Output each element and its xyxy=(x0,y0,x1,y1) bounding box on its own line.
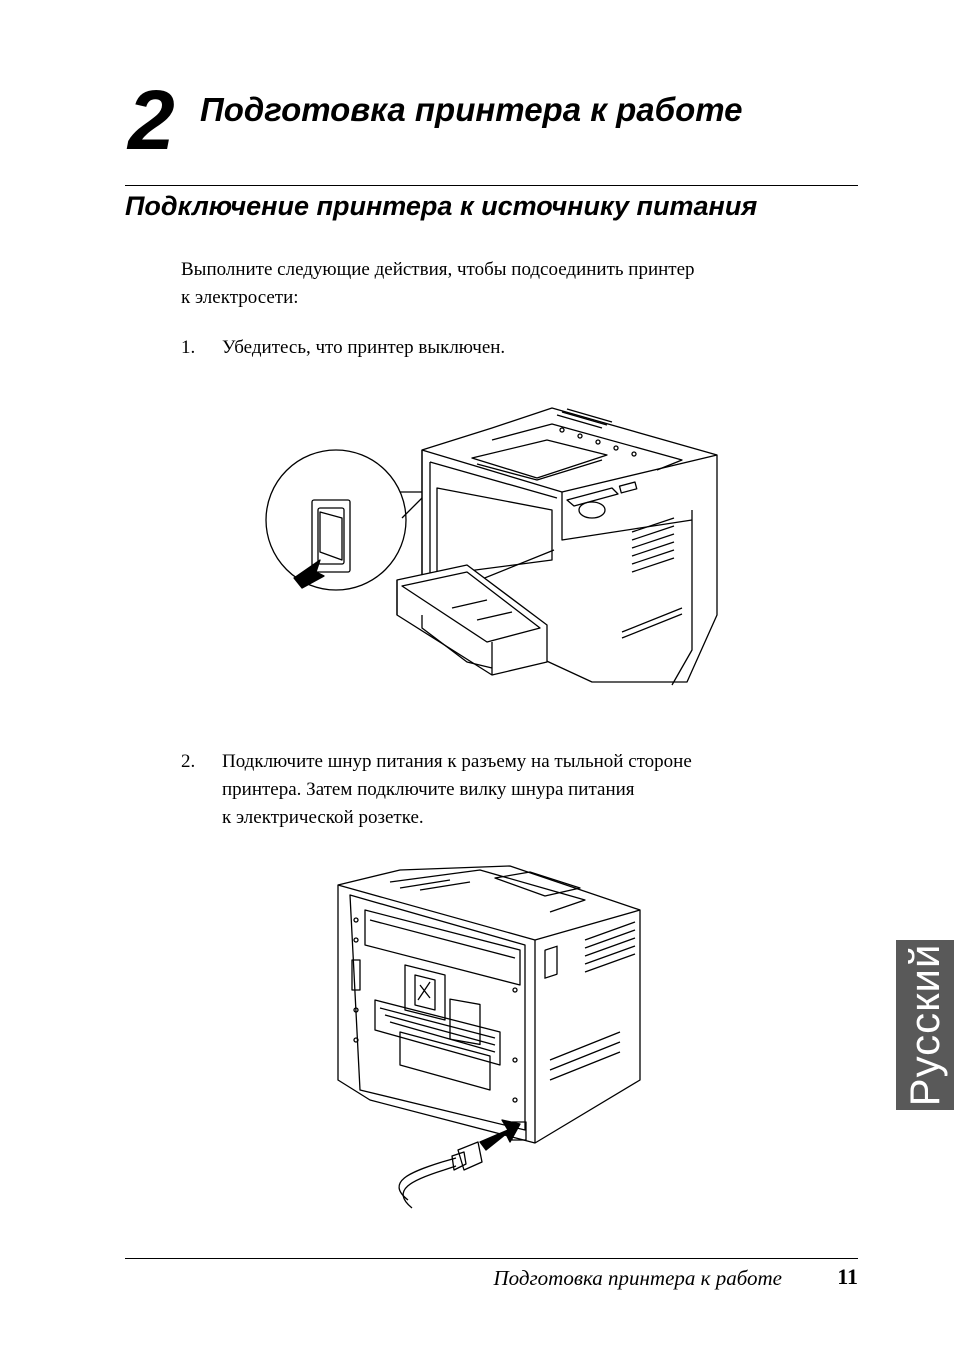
step-text: Подключите шнур питания к разъему на тыл… xyxy=(222,748,822,832)
step-line: принтера. Затем подключите вилку шнура п… xyxy=(222,779,635,800)
page-number: 11 xyxy=(837,1264,858,1289)
section-rule xyxy=(125,185,858,186)
step-2: 2. Подключите шнур питания к разъему на … xyxy=(181,748,821,834)
chapter-number: 2 xyxy=(128,73,175,167)
step-1: 1. Убедитесь, что принтер выключен. xyxy=(181,334,821,364)
step-number: 1. xyxy=(181,337,196,358)
step-line: Убедитесь, что принтер выключен. xyxy=(222,337,506,358)
power-switch-callout xyxy=(265,449,407,591)
language-tab: Русский xyxy=(896,940,954,1110)
arrow-icon xyxy=(293,559,325,589)
figure-printer-back xyxy=(337,865,641,1209)
chapter-title: Подготовка принтера к работе xyxy=(200,91,743,128)
step-line: к электрической розетке. xyxy=(222,807,424,828)
footer-rule xyxy=(125,1258,858,1259)
figure-printer-front xyxy=(265,407,718,686)
step-number: 2. xyxy=(181,751,196,772)
step-line: Подключите шнур питания к разъему на тыл… xyxy=(222,751,692,772)
section-title: Подключение принтера к источнику питания xyxy=(125,191,758,221)
power-cord-icon xyxy=(457,1141,483,1171)
step-text: Убедитесь, что принтер выключен. xyxy=(222,334,822,362)
footer-title: Подготовка принтера к работе xyxy=(493,1266,782,1290)
intro-line: Выполните следующие действия, чтобы подс… xyxy=(181,259,695,280)
power-switch-icon xyxy=(311,499,351,573)
arrow-icon xyxy=(479,1119,521,1151)
language-tab-label: Русский xyxy=(901,943,948,1107)
intro-paragraph: Выполните следующие действия, чтобы подс… xyxy=(181,256,821,312)
intro-line: к электросети: xyxy=(181,287,299,308)
